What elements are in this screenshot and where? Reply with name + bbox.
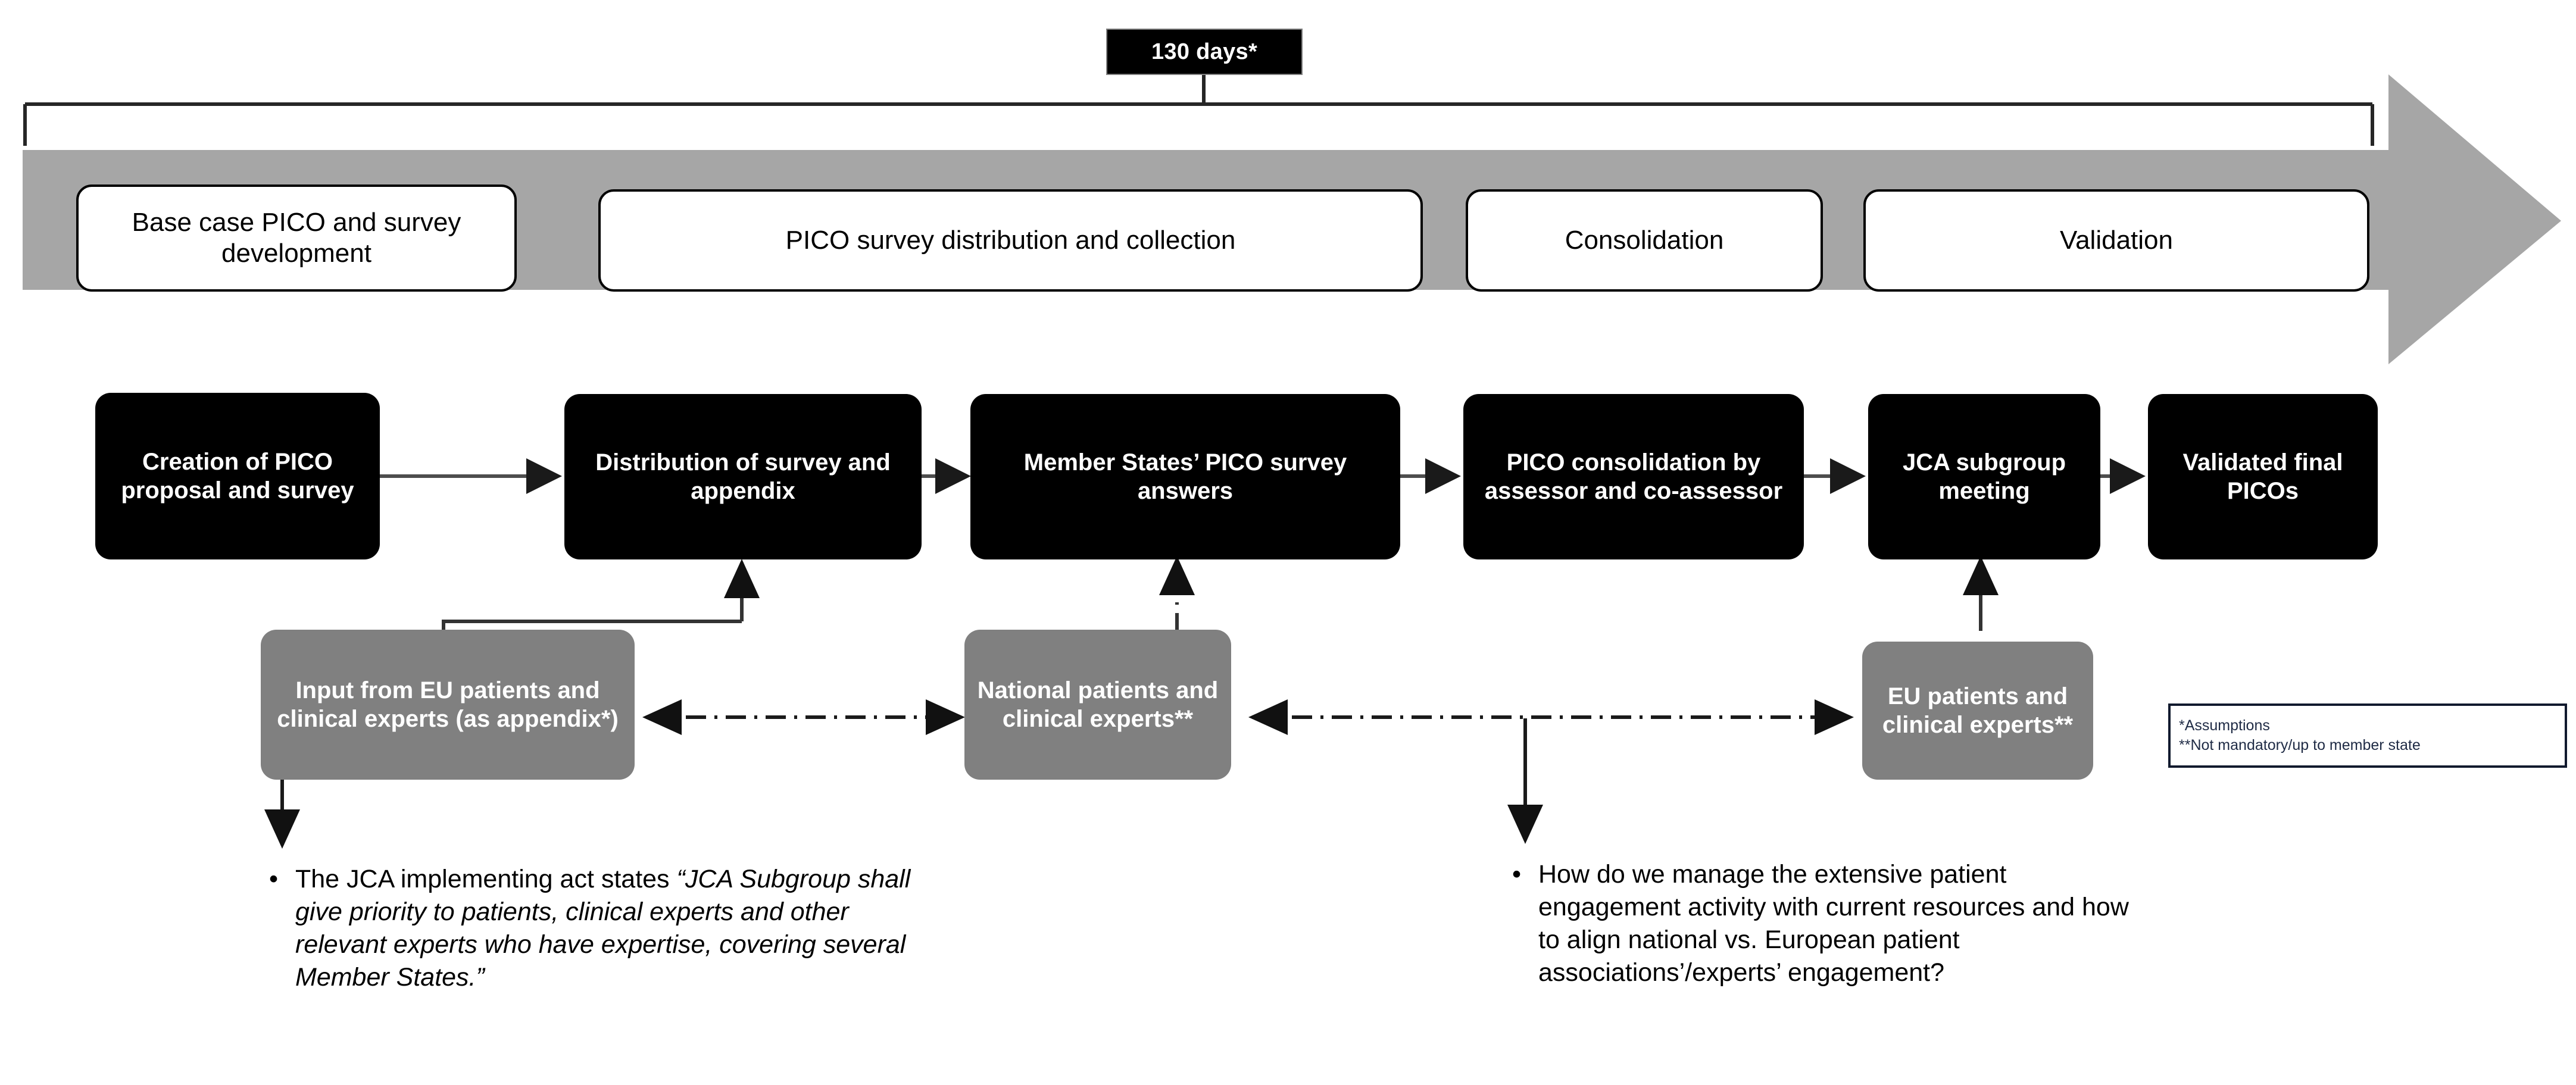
process-label: PICO consolidation by assessor and co-as…	[1484, 449, 1783, 504]
stakeholder-label: EU patients and clinical experts**	[1882, 683, 2074, 738]
process-label: Creation of PICO proposal and survey	[121, 449, 354, 504]
stakeholder-box-eu-input[interactable]: Input from EU patients and clinical expe…	[261, 630, 635, 780]
phase-label: Validation	[2060, 226, 2173, 255]
duration-badge-label: 130 days*	[1151, 39, 1258, 64]
phase-label: Consolidation	[1565, 226, 1724, 255]
bullet-icon: •	[269, 865, 279, 893]
process-label: Distribution of survey and appendix	[595, 449, 891, 504]
note-text-right: How do we manage the extensive patient e…	[1538, 858, 2155, 989]
connector-input-to-distribution	[442, 559, 760, 630]
phase-box-consolidation[interactable]: Consolidation	[1466, 189, 1823, 292]
process-box-distribution[interactable]: Distribution of survey and appendix	[564, 394, 922, 559]
phase-label: Base case PICO and survey development	[132, 208, 461, 268]
process-label: JCA subgroup meeting	[1902, 449, 2066, 504]
duration-badge: 130 days*	[1106, 29, 1303, 75]
process-box-pico-consolidation[interactable]: PICO consolidation by assessor and co-as…	[1463, 394, 1804, 559]
note-block-right: • How do we manage the extensive patient…	[1512, 858, 2155, 989]
duration-bracket	[23, 71, 2374, 146]
process-box-member-states-answers[interactable]: Member States’ PICO survey answers	[970, 394, 1400, 559]
phase-box-validation[interactable]: Validation	[1863, 189, 2369, 292]
process-label: Validated final PICOs	[2182, 449, 2343, 504]
process-box-creation[interactable]: Creation of PICO proposal and survey	[95, 393, 380, 559]
process-label: Member States’ PICO survey answers	[1023, 449, 1347, 504]
process-box-jca-subgroup-meeting[interactable]: JCA subgroup meeting	[1868, 394, 2100, 559]
bullet-icon: •	[1512, 860, 1522, 889]
note-text-left: The JCA implementing act states “JCA Sub…	[295, 863, 936, 994]
note-quote: “JCA Subgroup shall give priority to pat…	[295, 865, 911, 992]
stakeholder-label: Input from EU patients and clinical expe…	[277, 677, 619, 732]
stakeholder-box-eu-experts[interactable]: EU patients and clinical experts**	[1862, 642, 2093, 780]
stakeholder-label: National patients and clinical experts**	[977, 677, 1219, 732]
phase-box-survey-distribution[interactable]: PICO survey distribution and collection	[598, 189, 1423, 292]
phase-label: PICO survey distribution and collection	[785, 226, 1236, 255]
note-lead: How do we manage the extensive patient e…	[1538, 860, 2129, 987]
legend-line-assumptions: *Assumptions	[2179, 717, 2270, 734]
process-box-validated-final-picos[interactable]: Validated final PICOs	[2148, 394, 2378, 559]
legend-box: *Assumptions **Not mandatory/up to membe…	[2168, 703, 2567, 768]
stakeholder-box-national-experts[interactable]: National patients and clinical experts**	[964, 630, 1231, 780]
note-lead: The JCA implementing act states	[295, 865, 677, 893]
phase-box-base-case[interactable]: Base case PICO and survey development	[76, 185, 517, 292]
note-block-left: • The JCA implementing act states “JCA S…	[269, 863, 936, 994]
legend-line-mandatory: **Not mandatory/up to member state	[2179, 737, 2421, 753]
